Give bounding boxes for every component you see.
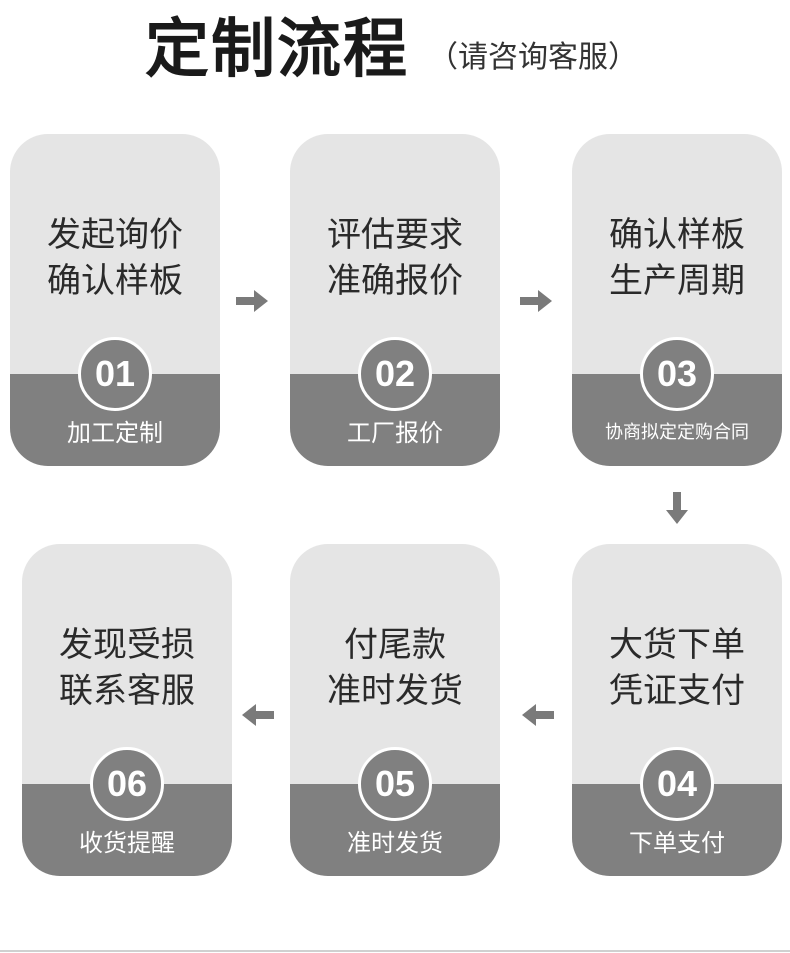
- step-number-badge: 06: [90, 747, 164, 821]
- card-line-2: 准时发货: [327, 671, 463, 711]
- step-number-badge: 02: [358, 337, 432, 411]
- step-number-badge: 01: [78, 337, 152, 411]
- footer-divider: [0, 950, 790, 952]
- page-title: 定制流程: [145, 13, 409, 87]
- header: 定制流程 （请咨询客服）: [0, 0, 790, 110]
- card-line-2: 生产周期: [609, 261, 745, 301]
- card-line-1: 发现受损: [59, 625, 195, 665]
- step-number-badge: 04: [640, 747, 714, 821]
- arrow-left-icon: [242, 704, 274, 726]
- card-line-2: 确认样板: [47, 261, 183, 301]
- step-label: 下单支付: [629, 829, 725, 857]
- step-number-badge: 05: [358, 747, 432, 821]
- step-card-06: 发现受损 联系客服 06 收货提醒: [22, 544, 232, 876]
- card-description: 付尾款 准时发货: [290, 622, 500, 714]
- step-label: 准时发货: [347, 829, 443, 857]
- step-card-02: 评估要求 准确报价 02 工厂报价: [290, 134, 500, 466]
- card-description: 确认样板 生产周期: [572, 212, 782, 304]
- step-label: 协商拟定定购合同: [605, 422, 749, 443]
- card-line-1: 付尾款: [344, 625, 446, 665]
- step-label: 工厂报价: [347, 419, 443, 447]
- card-description: 评估要求 准确报价: [290, 212, 500, 304]
- card-description: 大货下单 凭证支付: [572, 622, 782, 714]
- card-line-2: 准确报价: [327, 261, 463, 301]
- card-line-1: 评估要求: [327, 215, 463, 255]
- card-line-1: 发起询价: [47, 215, 183, 255]
- step-card-01: 发起询价 确认样板 01 加工定制: [10, 134, 220, 466]
- arrow-right-icon: [520, 290, 552, 312]
- card-description: 发起询价 确认样板: [10, 212, 220, 304]
- card-line-1: 大货下单: [609, 625, 745, 665]
- arrow-right-icon: [236, 290, 268, 312]
- card-line-1: 确认样板: [609, 215, 745, 255]
- page-subtitle: （请咨询客服）: [428, 40, 638, 75]
- step-card-03: 确认样板 生产周期 03 协商拟定定购合同: [572, 134, 782, 466]
- step-card-05: 付尾款 准时发货 05 准时发货: [290, 544, 500, 876]
- card-line-2: 联系客服: [59, 671, 195, 711]
- card-description: 发现受损 联系客服: [22, 622, 232, 714]
- step-card-04: 大货下单 凭证支付 04 下单支付: [572, 544, 782, 876]
- card-line-2: 凭证支付: [609, 671, 745, 711]
- step-number-badge: 03: [640, 337, 714, 411]
- arrow-down-icon: [666, 492, 688, 524]
- arrow-left-icon: [522, 704, 554, 726]
- step-label: 加工定制: [67, 419, 163, 447]
- step-label: 收货提醒: [79, 829, 175, 857]
